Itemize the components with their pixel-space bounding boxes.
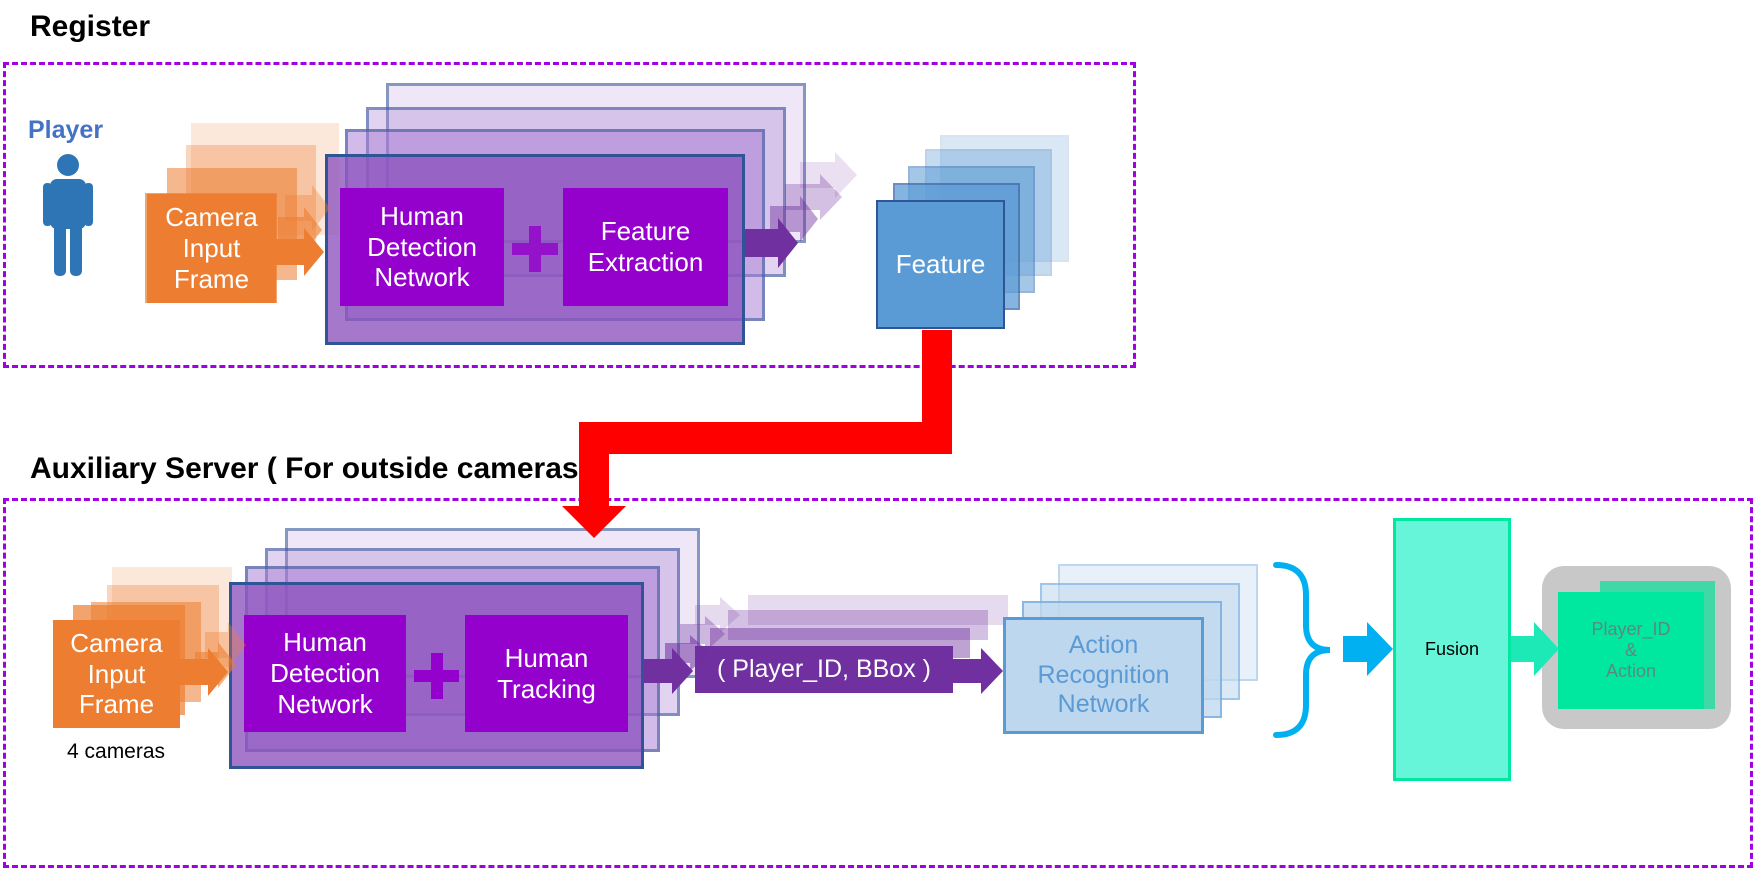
fusion-box: Fusion bbox=[1393, 518, 1511, 781]
arrow-right-icon bbox=[1343, 622, 1393, 676]
aux-detection-box: Human Detection Network bbox=[244, 615, 406, 732]
register-title: Register bbox=[30, 10, 151, 43]
arrow-right-icon bbox=[785, 174, 842, 220]
arrow-right-icon bbox=[695, 597, 740, 633]
bbox-layer bbox=[748, 595, 1008, 625]
arrow-right-icon bbox=[180, 648, 228, 696]
arrow-right-icon bbox=[745, 218, 798, 268]
plus-icon bbox=[414, 653, 459, 699]
arrow-right-icon bbox=[1511, 622, 1559, 676]
camera-count-label: 4 cameras bbox=[67, 740, 166, 763]
register-section bbox=[3, 62, 1136, 368]
action-recognition-box: Action Recognition Network bbox=[1003, 617, 1204, 734]
register-detection-box: Human Detection Network bbox=[340, 188, 504, 306]
arrow-right-icon bbox=[276, 228, 324, 276]
register-camera-frame: Camera Input Frame bbox=[147, 194, 276, 303]
player-label: Player bbox=[28, 116, 104, 144]
auxiliary-section bbox=[3, 498, 1753, 868]
arrow-right-icon bbox=[644, 648, 693, 694]
down-arrow-icon bbox=[562, 330, 952, 538]
feature-box: Feature bbox=[876, 200, 1005, 329]
bbox-layer bbox=[728, 610, 988, 640]
brace-icon bbox=[1273, 562, 1331, 738]
arrow-right-icon bbox=[953, 648, 1003, 694]
output-box: Player_ID & Action bbox=[1558, 592, 1704, 709]
person-icon bbox=[43, 154, 93, 276]
tracking-box: Human Tracking bbox=[465, 615, 628, 732]
aux-camera-frame: Camera Input Frame bbox=[53, 620, 180, 728]
player-bbox-box: ( Player_ID, BBox ) bbox=[695, 646, 953, 693]
feature-extraction-box: Feature Extraction bbox=[563, 188, 728, 306]
plus-icon bbox=[512, 226, 558, 272]
arrow-right-icon bbox=[800, 152, 857, 198]
auxiliary-title: Auxiliary Server ( For outside cameras ) bbox=[30, 452, 597, 485]
